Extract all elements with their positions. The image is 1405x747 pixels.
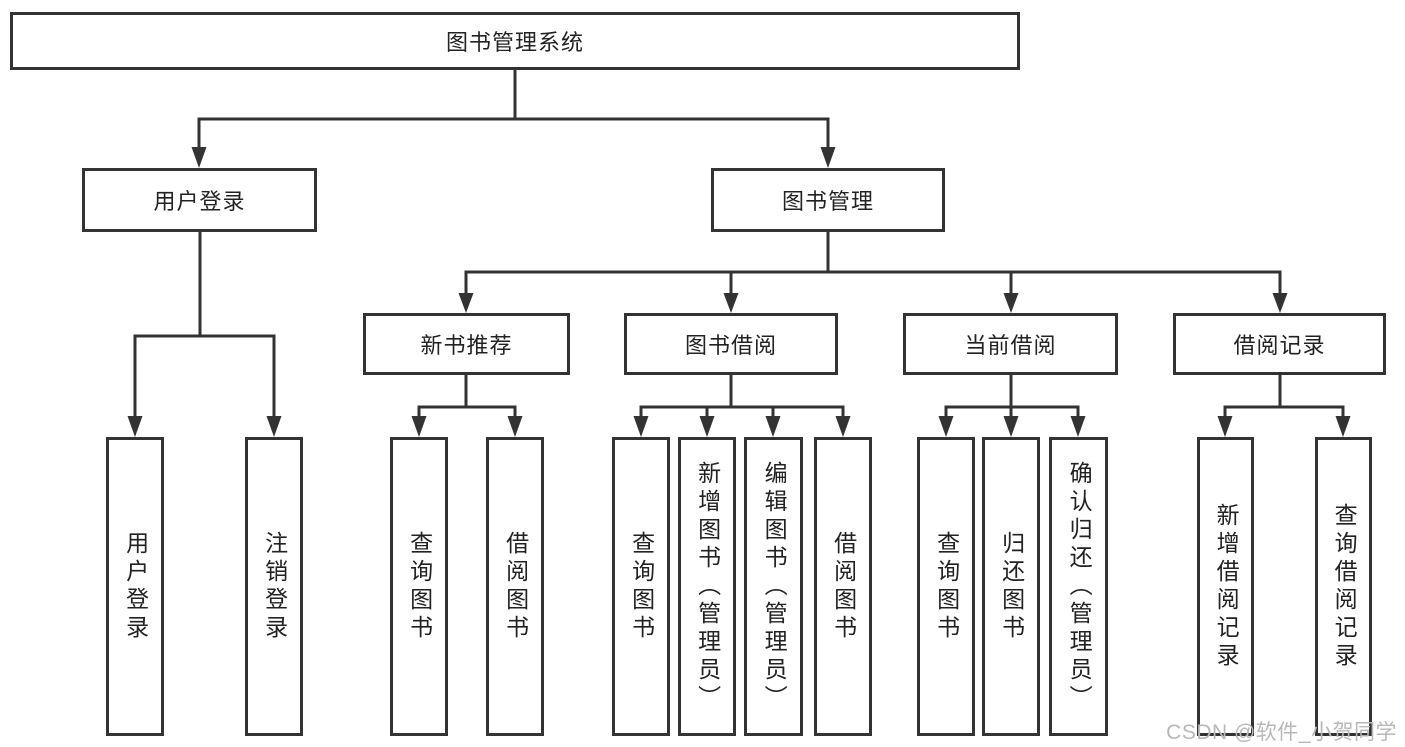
connector-book-management-to-sections: [458, 232, 1288, 313]
leaf-query-borrow-record: 查询借阅记录: [1315, 437, 1372, 736]
node-label: 查询图书: [406, 530, 433, 643]
arrowhead-icon: [723, 293, 739, 313]
connector-borrow-to-leaves: [633, 375, 851, 437]
arrowhead-icon: [699, 416, 715, 437]
node-label: 查询借阅记录: [1331, 502, 1358, 671]
node-label: 新书推荐: [420, 333, 513, 358]
arrowhead-icon: [820, 147, 836, 168]
arrowhead-icon: [1335, 416, 1351, 437]
node-label: 用户登录: [153, 189, 246, 214]
node-label: 图书管理: [781, 189, 874, 214]
node-label: 归还图书: [998, 530, 1025, 643]
node-label: 图书管理系统: [445, 30, 584, 55]
arrowhead-icon: [1070, 416, 1086, 437]
node-label: 借阅图书: [502, 530, 529, 643]
node-label: 编辑图书（管理员）: [761, 460, 788, 713]
arrowhead-icon: [1217, 416, 1233, 437]
leaf-query-books-3: 查询图书: [917, 437, 975, 736]
node-label: 借阅记录: [1233, 333, 1326, 358]
leaf-borrow-books-2: 借阅图书: [814, 437, 872, 736]
leaf-logout: 注销登录: [245, 437, 303, 736]
arrowhead-icon: [1272, 293, 1288, 313]
node-user-login: 用户登录: [82, 168, 317, 232]
leaf-borrow-books-1: 借阅图书: [486, 437, 544, 736]
connector-records-to-leaves: [1217, 375, 1351, 437]
leaf-confirm-return-admin: 确认归还（管理员）: [1049, 437, 1108, 736]
arrowhead-icon: [938, 416, 954, 437]
connector-new-book-to-leaves: [411, 375, 523, 437]
node-system-root: 图书管理系统: [10, 12, 1020, 70]
arrowhead-icon: [507, 416, 523, 437]
node-label: 当前借阅: [964, 333, 1057, 358]
leaf-add-books-admin: 新增图书（管理员）: [678, 437, 736, 736]
leaf-edit-books-admin: 编辑图书（管理员）: [744, 437, 803, 736]
arrowhead-icon: [191, 147, 207, 168]
leaf-return-books: 归还图书: [982, 437, 1040, 736]
arrowhead-icon: [835, 416, 851, 437]
connector-user-login-to-leaves: [127, 232, 282, 437]
arrowhead-icon: [411, 416, 427, 437]
node-label: 图书借阅: [684, 333, 777, 358]
node-book-management: 图书管理: [711, 168, 945, 232]
arrowhead-icon: [633, 416, 649, 437]
node-new-book-recommend: 新书推荐: [363, 313, 570, 375]
leaf-user-login: 用户登录: [106, 437, 164, 736]
node-label: 用户登录: [122, 530, 149, 643]
arrowhead-icon: [266, 416, 282, 437]
leaf-add-borrow-record: 新增借阅记录: [1197, 437, 1254, 736]
arrowhead-icon: [458, 293, 474, 313]
node-label: 借阅图书: [830, 530, 857, 643]
node-borrow-records: 借阅记录: [1173, 313, 1386, 375]
node-label: 新增图书（管理员）: [694, 460, 721, 713]
leaf-query-books-2: 查询图书: [612, 437, 670, 736]
node-label: 查询图书: [933, 530, 960, 643]
node-current-borrow: 当前借阅: [903, 313, 1118, 375]
connector-root-to-level2: [191, 70, 836, 168]
node-label: 注销登录: [261, 530, 288, 643]
node-label: 确认归还（管理员）: [1066, 460, 1093, 713]
node-label: 新增借阅记录: [1213, 502, 1240, 671]
connector-current-to-leaves: [938, 375, 1086, 437]
node-book-borrow: 图书借阅: [624, 313, 838, 375]
arrowhead-icon: [765, 416, 781, 437]
leaf-query-books-1: 查询图书: [390, 437, 448, 736]
arrowhead-icon: [1003, 293, 1019, 313]
csdn-watermark: CSDN @软件_小贺同学: [1166, 721, 1397, 744]
arrowhead-icon: [127, 416, 143, 437]
node-label: 查询图书: [628, 530, 655, 643]
arrowhead-icon: [1003, 416, 1019, 437]
